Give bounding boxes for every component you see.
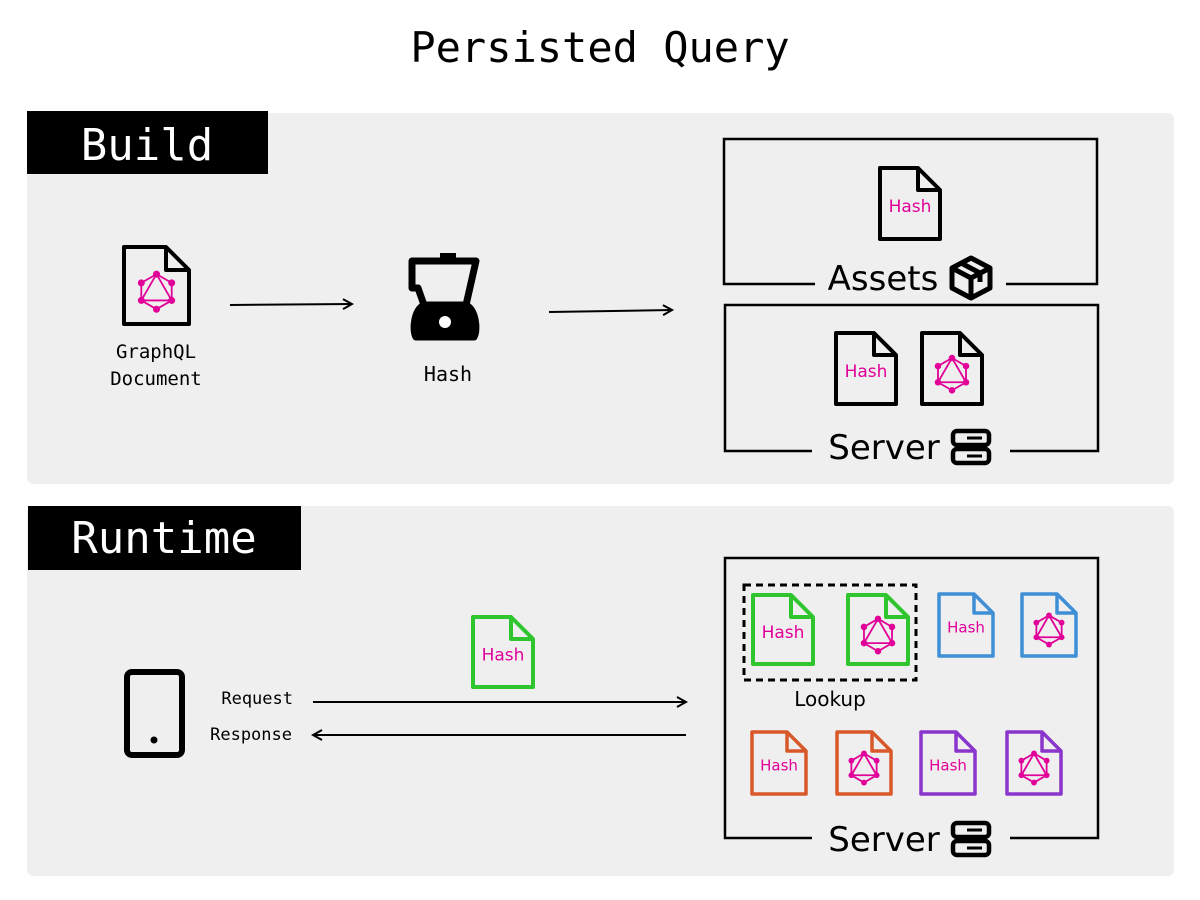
hash-file-label: Hash: [947, 618, 985, 636]
graphql-document-label-line1: GraphQL: [116, 341, 196, 363]
hash-file-label: Hash: [482, 645, 525, 665]
server-rack-icon: [950, 428, 992, 466]
graphql-document-icon: [122, 245, 191, 326]
hash-file-label: Hash: [929, 756, 967, 774]
build-header: Build: [81, 120, 213, 171]
graphql-file-icon: [835, 730, 893, 796]
hash-file-icon: Hash: [750, 730, 808, 796]
blender-icon: [408, 253, 480, 341]
lookup-box: [742, 583, 918, 682]
server-rack-icon: [950, 820, 992, 858]
arrow-document-to-hash: [229, 304, 352, 305]
graphql-file-icon: [920, 331, 984, 406]
hash-file-label: Hash: [762, 623, 805, 643]
graphql-document-label-line2: Document: [110, 368, 202, 390]
build-header-background: [27, 111, 268, 174]
hash-file-label: Hash: [889, 197, 932, 217]
graphql-file-icon: [846, 593, 910, 666]
assets-label: Assets: [828, 259, 939, 299]
runtime-header: Runtime: [71, 513, 256, 564]
request-hash-file-icon: Hash: [471, 615, 535, 689]
runtime-server-label: Server: [828, 820, 940, 860]
build-panel-background: [27, 113, 1174, 484]
runtime-header-background: [28, 506, 301, 570]
hash-file-label: Hash: [845, 362, 888, 382]
build-panel: Build GraphQL Document Hash Hash Assets: [27, 111, 1174, 484]
hash-file-icon: Hash: [919, 730, 977, 796]
hash-file-icon: Hash: [937, 592, 995, 658]
build-server-label: Server: [828, 428, 940, 468]
package-icon: [949, 255, 993, 301]
diagram-title: Persisted Query: [410, 23, 789, 72]
lookup-label: Lookup: [794, 687, 866, 711]
build-server-box: Hash Server: [723, 303, 1100, 468]
graphql-file-icon: [1020, 592, 1078, 658]
hash-file-icon: Hash: [878, 166, 942, 241]
response-label: Response: [210, 725, 292, 745]
runtime-panel: Runtime Request Response Hash Lookup Has…: [27, 506, 1174, 876]
request-label: Request: [221, 689, 293, 709]
graphql-file-icon: [1005, 730, 1063, 796]
runtime-server-box: Lookup Hash Hash Hash Hash Server: [723, 556, 1100, 860]
hash-file-icon: Hash: [751, 593, 815, 666]
hash-file-label: Hash: [760, 756, 798, 774]
assets-box: Hash Assets: [722, 137, 1099, 301]
arrow-hash-to-outputs: [548, 310, 672, 312]
hash-step-label: Hash: [424, 362, 472, 386]
hash-file-icon: Hash: [834, 331, 898, 406]
phone-icon: [124, 669, 185, 758]
